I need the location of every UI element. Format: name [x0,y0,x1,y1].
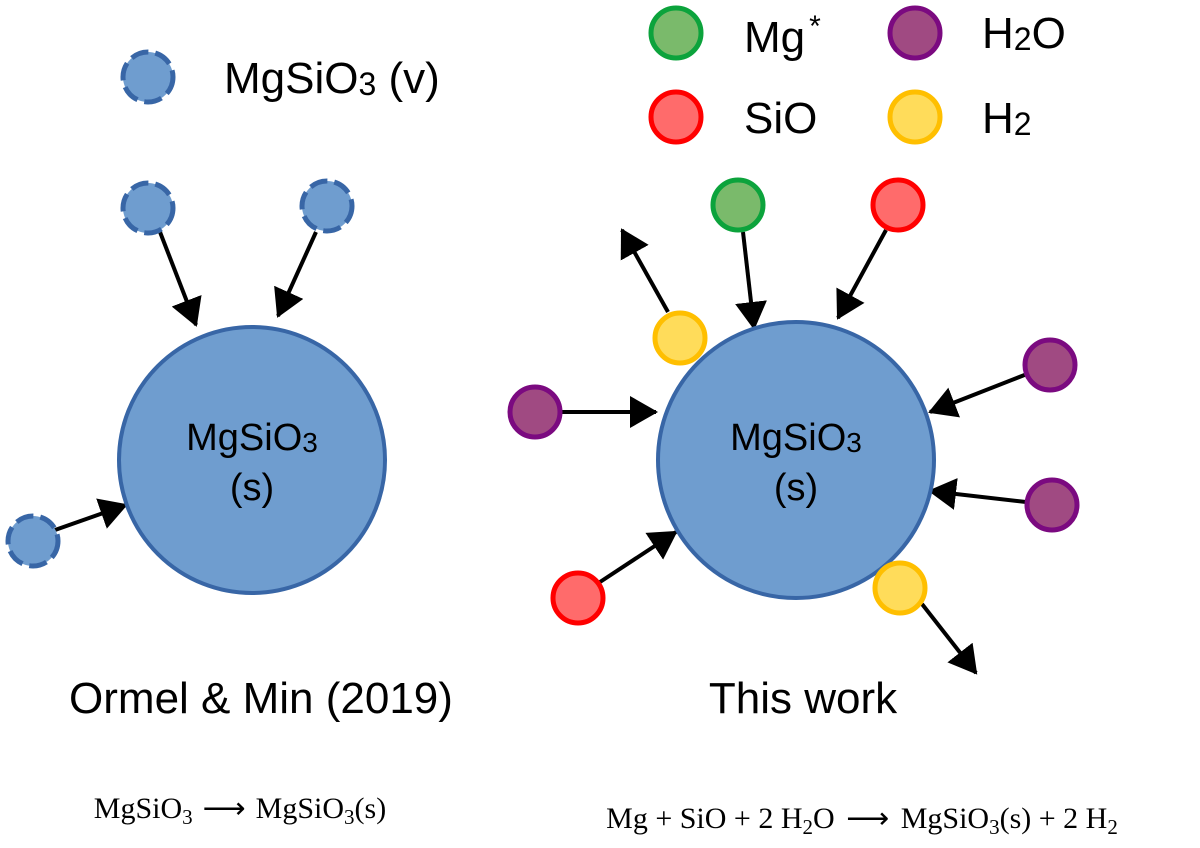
legend-label-mg: Mg* [744,10,821,62]
molecule-sio [870,177,926,233]
legend-label-h2o: H2O [982,9,1066,58]
right-equation: Mg + SiO + 2 H2O ⟶ MgSiO3(s) + 2 H2 [606,802,1118,839]
grain-label-line1: MgSiO3 [186,417,318,459]
grain-label-line2: (s) [230,467,274,509]
molecule-sio [550,570,606,626]
molecule-h2 [652,310,708,366]
grain-mgsio3-solid [117,325,387,595]
left-panel: MgSiO3 (v) MgSiO3 (s) Ormel & Min (2019)… [5,49,453,829]
left-panel-title: Ormel & Min (2019) [69,674,453,723]
legend-label-h2: H2 [982,94,1032,143]
legend-sio: SiO [648,89,817,145]
arrow-h2-out-bottom [920,602,978,675]
legend-h2o: H2O [887,5,1066,61]
molecule-h2o [1022,337,1078,393]
vapor-monomer [120,180,176,236]
h2-legend-marker [887,89,943,145]
legend-h2: H2 [887,89,1032,145]
legend-mg: Mg* [648,5,821,62]
legend-label: MgSiO3 (v) [224,54,440,103]
legend-mgsio3-vapor: MgSiO3 (v) [120,49,440,105]
molecule-mg [710,177,766,233]
arrow-vapor-3 [54,498,128,532]
mgsio3-vapor-legend-marker [120,49,176,105]
left-equation: MgSiO3⟶MgSiO3(s) [94,792,386,829]
grain-label-line2: (s) [774,467,818,509]
arrow-sio-in-top [836,229,888,320]
arrow-mg-in [735,231,767,330]
arrow-sio-in-bottom [598,530,678,584]
arrow-vapor-2 [274,231,318,318]
arrow-vapor-1 [158,231,202,327]
molecule-h2 [872,560,928,616]
sio-legend-marker [648,89,704,145]
arrow-h2o-in-right-1 [928,372,1028,418]
h2o-legend-marker [887,5,943,61]
molecule-h2o [1024,477,1080,533]
right-panel: Mg* H2O SiO H2 MgSiO3 (s) [507,5,1118,839]
arrow-h2o-in-right-2 [928,478,1027,510]
mg-legend-marker [648,5,704,61]
right-panel-title: This work [709,674,898,723]
grain-label-line1: MgSiO3 [730,417,862,459]
grain-mgsio3-solid [656,320,936,600]
vapor-monomer [299,178,355,234]
legend-label-sio: SiO [744,94,817,143]
arrow-h2-out-top [620,228,670,313]
molecule-h2o [507,384,563,440]
vapor-monomer [5,513,61,569]
